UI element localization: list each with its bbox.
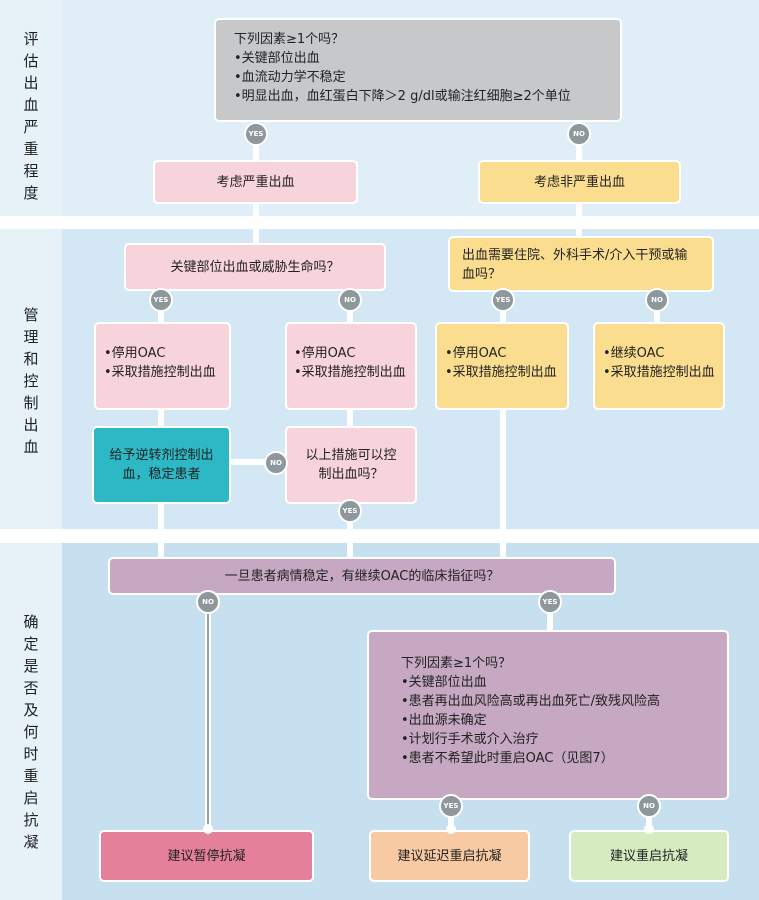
action-item: 采取措施控制出血: [603, 363, 719, 382]
reversal-agent-label: 给予逆转剂控制出血，稳定患者: [109, 448, 214, 482]
severity-question-box: 下列因素≥1个吗？ 关键部位出血 血流动力学不稳定 明显出血，血红蛋白下降＞2 …: [214, 18, 622, 122]
restart-factors-list: 关键部位出血 患者再出血风险高或再出血死亡/致残风险高 出血源未确定 计划行手术…: [401, 673, 727, 768]
severity-criterion: 关键部位出血: [234, 49, 602, 68]
connector: [500, 407, 506, 562]
action-item: 继续OAC: [603, 344, 719, 363]
severity-question-title: 下列因素≥1个吗？: [234, 32, 345, 47]
connector: [576, 200, 582, 245]
severity-criterion: 血流动力学不稳定: [234, 68, 602, 87]
outcome-stop-label: 建议暂停抗凝: [167, 848, 246, 864]
oac-indication-question-box: 一旦患者病情稳定，有继续OAC的临床指征吗？: [108, 557, 616, 595]
oac-indication-question-label: 一旦患者病情稳定，有继续OAC的临床指征吗？: [224, 568, 500, 584]
no-badge: NO: [338, 288, 362, 312]
nonmajor-bleed-label: 考虑非严重出血: [533, 174, 625, 190]
restart-factor: 关键部位出血: [401, 673, 727, 692]
connector: [158, 407, 164, 429]
major-bleed-label: 考虑严重出血: [216, 174, 295, 190]
restart-factor: 计划行手术或介入治疗: [401, 730, 727, 749]
connector: [347, 500, 353, 562]
action-item: 停用OAC: [104, 344, 223, 363]
outcome-delay-label: 建议延迟重启抗凝: [397, 848, 502, 864]
stop-oac-box-critical: 停用OAC 采取措施控制出血: [94, 322, 231, 410]
outcome-restart-box: 建议重启抗凝: [569, 830, 729, 882]
outcome-delay-box: 建议延迟重启抗凝: [369, 830, 530, 882]
action-item: 停用OAC: [445, 344, 563, 363]
section-label-manage: 管理和控制出血: [23, 306, 39, 456]
action-item: 采取措施控制出血: [104, 363, 223, 382]
yes-badge: YES: [439, 794, 463, 818]
outcome-restart-label: 建议重启抗凝: [609, 848, 688, 864]
severity-criteria-list: 关键部位出血 血流动力学不稳定 明显出血，血红蛋白下降＞2 g/dl或输注红细胞…: [234, 49, 602, 106]
action-item: 采取措施控制出血: [294, 363, 411, 382]
major-bleed-box: 考虑严重出血: [153, 160, 358, 204]
restart-factors-title: 下列因素≥1个吗？: [401, 656, 512, 671]
stop-oac-box-hospital: 停用OAC 采取措施控制出血: [435, 322, 569, 410]
action-item: 采取措施控制出血: [445, 363, 563, 382]
nonmajor-bleed-box: 考虑非严重出血: [478, 160, 681, 204]
section-sidebar-restart: 确定是否及何时重启抗凝: [0, 543, 62, 900]
yes-badge: YES: [338, 499, 362, 523]
stop-oac-box-noncritical: 停用OAC 采取措施控制出血: [285, 322, 417, 410]
no-badge: NO: [645, 288, 669, 312]
reversal-agent-box: 给予逆转剂控制出血，稳定患者: [92, 426, 231, 504]
no-badge: NO: [567, 122, 591, 146]
section-sidebar-manage: 管理和控制出血: [0, 229, 62, 529]
bleeding-controlled-question-box: 以上措施可以控制出血吗？: [285, 426, 417, 504]
yes-badge: YES: [149, 288, 173, 312]
continue-oac-box: 继续OAC 采取措施控制出血: [593, 322, 725, 410]
action-list: 停用OAC 采取措施控制出血: [104, 344, 223, 382]
action-list: 停用OAC 采取措施控制出血: [294, 344, 411, 382]
connector-end-dot: [446, 824, 456, 834]
connector: [158, 500, 164, 562]
action-list: 停用OAC 采取措施控制出血: [445, 344, 563, 382]
connector-end-dot: [203, 824, 213, 834]
hospitalization-question-box: 出血需要住院、外科手术/介入干预或输血吗？: [448, 236, 714, 292]
section-sidebar-assess: 评估出血严重程度: [0, 0, 62, 216]
connector: [253, 200, 259, 245]
action-item: 停用OAC: [294, 344, 411, 363]
yes-badge: YES: [538, 590, 562, 614]
no-badge: NO: [264, 451, 288, 475]
restart-factor: 患者再出血风险高或再出血死亡/致残风险高: [401, 692, 727, 711]
no-badge: NO: [196, 590, 220, 614]
hospitalization-question-label: 出血需要住院、外科手术/介入干预或输血吗？: [462, 248, 688, 282]
connector-shadow: [207, 600, 209, 828]
connector: [226, 459, 288, 465]
restart-factors-box: 下列因素≥1个吗？ 关键部位出血 患者再出血风险高或再出血死亡/致残风险高 出血…: [367, 630, 729, 800]
bleeding-controlled-question-label: 以上措施可以控制出血吗？: [305, 448, 397, 482]
restart-factor: 出血源未确定: [401, 711, 727, 730]
critical-site-question-label: 关键部位出血或威胁生命吗？: [170, 259, 340, 275]
no-badge: NO: [637, 794, 661, 818]
severity-criterion: 明显出血，血红蛋白下降＞2 g/dl或输注红细胞≥2个单位: [234, 87, 602, 106]
critical-site-question-box: 关键部位出血或威胁生命吗？: [124, 243, 386, 291]
restart-factor: 患者不希望此时重启OAC（见图7）: [401, 749, 727, 768]
section-label-restart: 确定是否及何时重启抗凝: [23, 613, 39, 851]
yes-badge: YES: [491, 288, 515, 312]
action-list: 继续OAC 采取措施控制出血: [603, 344, 719, 382]
yes-badge: YES: [244, 122, 268, 146]
outcome-stop-box: 建议暂停抗凝: [99, 830, 314, 882]
connector: [347, 407, 353, 429]
section-label-assess: 评估出血严重程度: [23, 30, 39, 202]
connector-end-dot: [644, 824, 654, 834]
